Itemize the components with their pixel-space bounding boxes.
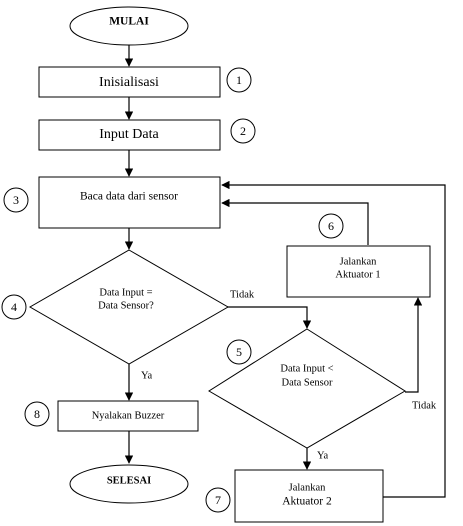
end-label: SELESAI [107,475,151,486]
actuator1-process [286,245,431,298]
actuator2-label-line2: Aktuator 2 [282,496,332,508]
branch-no-label-2: Tidak [412,400,437,411]
actuator2-process [234,469,384,523]
step-number-5: 5 [236,345,242,359]
actuator1-label-line2: Aktuator 1 [335,269,380,280]
step-number-4: 4 [11,300,17,314]
step-number-6: 6 [328,219,334,233]
buzzer-label: Nyalakan Buzzer [92,410,165,421]
edge-actuator1-read [221,198,369,245]
edge-decision1-decision2 [226,306,312,329]
read-sensor-process [38,176,221,229]
step-number-8: 8 [34,407,40,421]
step-number-1: 1 [236,73,242,87]
actuator1-label-line1: Jalankan [340,256,377,267]
init-process [38,66,221,98]
init-label: Inisialisasi [99,75,159,90]
input-process [38,119,221,151]
decision1-label-line2: Data Sensor? [98,300,154,311]
step-marker-2 [230,118,256,144]
start-terminal [69,6,189,46]
step-marker-7 [205,487,231,513]
decision1-label-line1: Data Input = [99,287,152,298]
actuator2-label-line1: Jalankan [289,482,326,493]
edge-actuator2-read [221,180,446,498]
branch-yes-label-2: Ya [317,450,329,461]
decision2-diamond [208,328,406,449]
step-number-7: 7 [215,493,221,507]
start-label: MULAI [109,16,149,28]
step-marker-8 [24,401,50,427]
decision2-label-line1: Data Input < [280,363,333,374]
step-marker-5 [226,339,252,365]
branch-yes-label-1: Ya [141,370,153,381]
step-marker-4 [1,294,27,320]
decision2-label-line2: Data Sensor [281,377,333,388]
buzzer-process [57,400,199,432]
input-label: Input Data [99,127,159,142]
step-marker-6 [318,213,344,239]
step-marker-3 [3,187,29,213]
read-sensor-label: Baca data dari sensor [80,191,178,203]
step-number-3: 3 [13,193,19,207]
end-terminal [69,464,189,504]
edge-decision2-actuator1 [405,297,423,393]
step-marker-1 [226,67,252,93]
step-number-2: 2 [240,124,246,138]
branch-no-label-1: Tidak [230,289,255,300]
decision1-diamond [28,249,230,365]
